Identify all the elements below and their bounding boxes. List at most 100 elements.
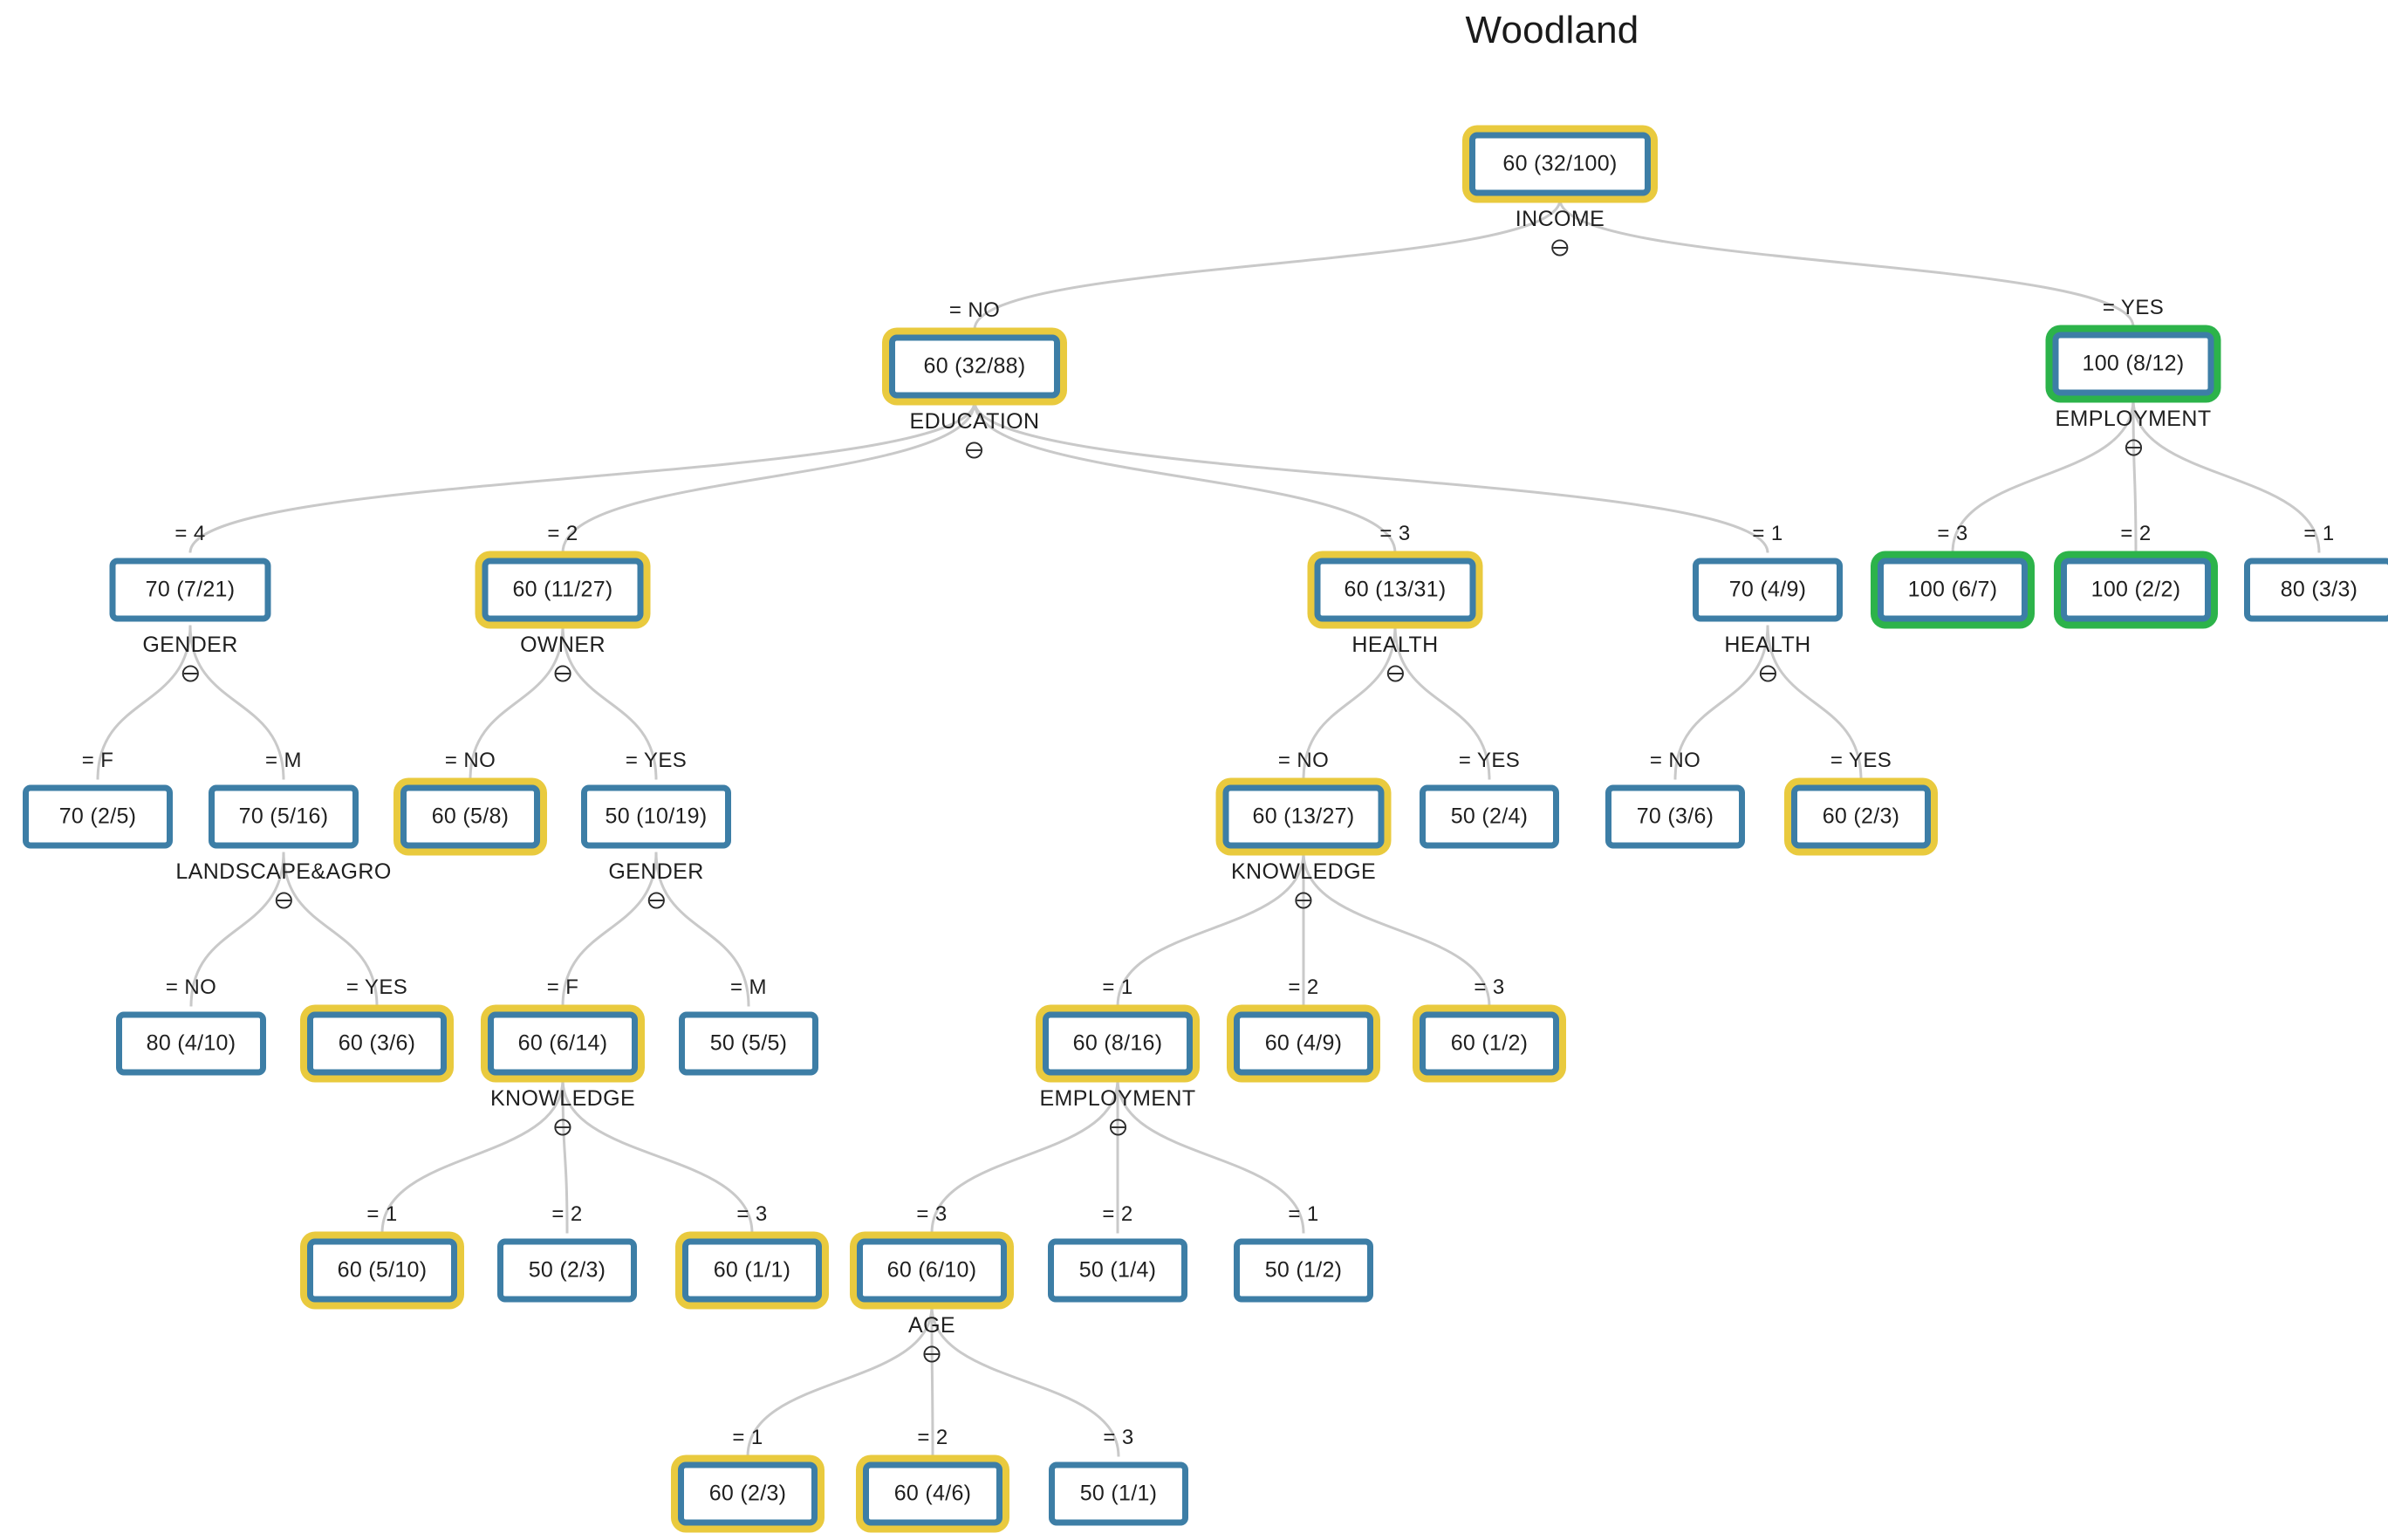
minus-circle-icon[interactable] [2123,437,2144,458]
minus-circle-icon[interactable] [646,890,667,911]
edge-value-label: = 2 [1288,975,1319,999]
tree-node[interactable]: 70 (4/9) [1693,558,1843,622]
edge-value-label: = 3 [736,1201,768,1226]
tree-edge [746,1305,934,1457]
split-attribute-label: EMPLOYMENT [1039,1085,1196,1111]
tree-node[interactable]: 50 (1/2) [1234,1238,1373,1303]
node-value-label: 70 (5/16) [238,804,329,829]
tree-node[interactable]: 70 (7/21) [109,558,271,622]
tree-node[interactable]: 100 (8/12) [2052,332,2214,396]
tree-node[interactable]: 60 (2/3) [678,1461,818,1526]
split-attribute: LANDSCAPE&AGRO [175,859,391,911]
split-attribute: EMPLOYMENT [2055,407,2211,458]
split-attribute: HEALTH [1724,633,1810,684]
node-value-label: 50 (1/4) [1078,1257,1157,1283]
node-value-label: 60 (32/100) [1502,151,1618,176]
node-value-label: 60 (8/16) [1072,1030,1163,1056]
tree-node[interactable]: 100 (6/7) [1878,558,2028,622]
edge-value-label: = NO [1277,748,1330,772]
node-value-label: 80 (3/3) [2280,577,2358,602]
edge-value-label: = 2 [551,1201,583,1226]
node-value-label: 60 (2/3) [1822,804,1900,829]
tree-node[interactable]: 70 (5/16) [209,784,359,849]
tree-node[interactable]: 70 (3/6) [1605,784,1745,849]
tree-edge [930,1305,1120,1457]
tree-node[interactable]: 60 (4/9) [1234,1011,1373,1076]
edge-value-label: = 1 [1102,975,1133,999]
tree-node[interactable]: 70 (2/5) [23,784,173,849]
tree-node[interactable]: 60 (32/88) [889,334,1060,399]
node-value-label: 60 (3/6) [338,1030,416,1056]
edge-value-label: = F [81,748,114,772]
tree-node[interactable]: 60 (13/31) [1314,558,1476,622]
tree-node[interactable]: 60 (6/14) [488,1011,638,1076]
tree-node[interactable]: 60 (8/16) [1043,1011,1193,1076]
tree-node[interactable]: 80 (3/3) [2244,558,2388,622]
split-attribute-label: GENDER [142,632,238,657]
edge-value-label: = 3 [1937,521,1968,545]
split-attribute-label: AGE [908,1312,955,1338]
split-attribute-label: GENDER [608,859,704,884]
edge-value-label: = NO [948,298,1001,322]
edge-value-label: = 2 [917,1425,948,1449]
tree-node[interactable]: 60 (6/10) [857,1238,1007,1303]
minus-circle-icon[interactable] [1757,663,1778,684]
tree-node[interactable]: 60 (1/1) [682,1238,822,1303]
minus-circle-icon[interactable] [1385,663,1406,684]
tree-edge [973,199,1562,330]
tree-node[interactable]: 50 (2/4) [1420,784,1559,849]
edge-value-label: = F [546,975,579,999]
minus-circle-icon[interactable] [1293,890,1314,911]
tree-edge [1558,199,2135,327]
minus-circle-icon[interactable] [180,663,201,684]
node-value-label: 60 (1/2) [1450,1030,1529,1056]
tree-node[interactable]: 60 (3/6) [307,1011,447,1076]
tree-node[interactable]: 60 (11/27) [482,558,644,622]
tree-node[interactable]: 50 (2/3) [497,1238,637,1303]
node-value-label: 80 (4/10) [146,1030,236,1056]
edge-value-label: = NO [444,748,496,772]
edge-value-label: = YES [1830,748,1892,772]
edge-value-label: = NO [165,975,217,999]
edge-value-label: = 3 [916,1201,948,1226]
tree-edge [973,401,1769,553]
tree-node[interactable]: 60 (1/2) [1420,1011,1559,1076]
node-value-label: 70 (3/6) [1636,804,1714,829]
edge-value-label: = 4 [174,521,206,545]
tree-node[interactable]: 60 (32/100) [1469,132,1651,196]
node-value-label: 100 (2/2) [2090,577,2181,602]
tree-node[interactable]: 60 (2/3) [1791,784,1931,849]
minus-circle-icon[interactable] [964,440,985,461]
node-value-label: 60 (5/8) [431,804,510,829]
split-attribute-label: INCOME [1515,206,1605,231]
tree-node[interactable]: 50 (5/5) [679,1011,818,1076]
tree-node[interactable]: 50 (1/1) [1049,1461,1188,1526]
node-value-label: 70 (4/9) [1728,577,1807,602]
tree-node[interactable]: 50 (1/4) [1048,1238,1187,1303]
tree-node[interactable]: 60 (13/27) [1222,784,1385,849]
node-value-label: 50 (1/1) [1079,1481,1158,1506]
tree-edge [188,401,976,553]
split-attribute-label: KNOWLEDGE [1230,859,1377,884]
node-value-label: 70 (7/21) [145,577,236,602]
node-value-label: 50 (2/4) [1450,804,1529,829]
tree-node[interactable]: 60 (5/10) [307,1238,457,1303]
minus-circle-icon[interactable] [1107,1117,1128,1138]
tree-node[interactable]: 60 (4/6) [863,1461,1002,1526]
split-attribute: EMPLOYMENT [1039,1086,1195,1138]
edge-value-label: = 1 [1752,521,1783,545]
node-value-label: 100 (6/7) [1907,577,1998,602]
minus-circle-icon[interactable] [552,1117,573,1138]
tree-node[interactable]: 80 (4/10) [116,1011,266,1076]
split-attribute: EDUCATION [910,409,1040,461]
tree-node[interactable]: 50 (10/19) [581,784,731,849]
minus-circle-icon[interactable] [552,663,573,684]
minus-circle-icon[interactable] [273,890,294,911]
tree-node[interactable]: 100 (2/2) [2061,558,2211,622]
minus-circle-icon[interactable] [921,1344,942,1365]
minus-circle-icon[interactable] [1550,237,1570,258]
tree-node[interactable]: 60 (5/8) [400,784,540,849]
node-value-label: 60 (1/1) [713,1257,791,1283]
